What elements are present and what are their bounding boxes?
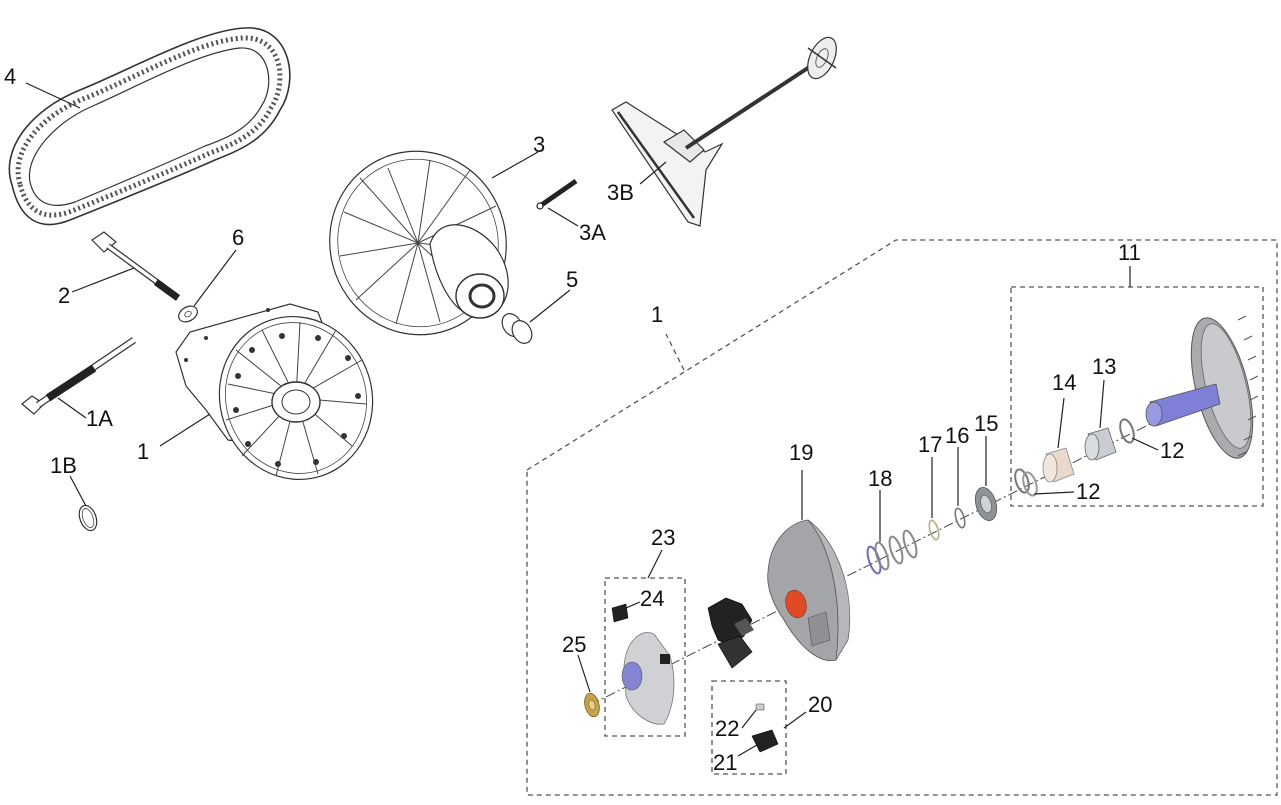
leader-13 — [1099, 379, 1105, 429]
spacer-ring-12-upper[interactable] — [1118, 418, 1137, 445]
label-19: 19 — [789, 440, 813, 465]
label-20: 20 — [808, 692, 832, 717]
leader-bolt-2 — [71, 267, 135, 293]
bushing-13[interactable] — [1084, 427, 1117, 461]
leader-rings-5 — [529, 289, 571, 323]
label-tool-3b: 3B — [607, 180, 634, 205]
ring-16[interactable] — [953, 507, 966, 529]
label-24: 24 — [640, 586, 664, 611]
spring-washers-18[interactable] — [865, 529, 919, 575]
washer-6[interactable] — [176, 303, 200, 325]
label-rings-5: 5 — [566, 267, 578, 292]
pin-22[interactable] — [755, 703, 765, 711]
nut-25[interactable] — [582, 692, 601, 719]
label-bolt-2: 2 — [58, 283, 70, 308]
drive-belt[interactable] — [8, 27, 291, 226]
label-washer-6: 6 — [232, 225, 244, 250]
group-box-23 — [604, 577, 686, 737]
detail-box-clutch-1 — [526, 239, 1278, 796]
shim-17[interactable] — [927, 519, 940, 541]
leader-12-upper — [1131, 437, 1159, 451]
label-belt: 4 — [4, 64, 16, 89]
group-box-11 — [1010, 286, 1264, 507]
leader-21 — [737, 741, 763, 757]
label-22: 22 — [715, 716, 739, 741]
cover-23[interactable] — [621, 632, 675, 725]
label-12-upper: 12 — [1160, 438, 1184, 463]
label-16: 16 — [945, 423, 969, 448]
leader-20 — [783, 711, 807, 729]
group-box-20 — [711, 680, 787, 775]
leader-pin-3a — [547, 207, 579, 227]
label-21: 21 — [713, 750, 737, 775]
label-detail-1: 1 — [651, 302, 663, 327]
label-25: 25 — [562, 632, 586, 657]
leader-23 — [647, 549, 663, 579]
spacer-ring-12-lower[interactable] — [1013, 468, 1040, 498]
leader-14 — [1057, 397, 1065, 449]
leader-12-lower — [1033, 491, 1075, 495]
label-17: 17 — [918, 432, 942, 457]
label-driven-3: 3 — [533, 132, 545, 157]
leader-24 — [625, 601, 641, 609]
label-clutch-1: 1 — [137, 439, 149, 464]
leader-driven-3 — [491, 151, 539, 179]
bushing-14[interactable] — [1042, 447, 1075, 483]
fixed-sheave-shaft[interactable] — [1145, 312, 1265, 464]
ring-1b[interactable] — [76, 503, 100, 533]
puller-tool-3b[interactable] — [611, 33, 842, 227]
leader-washer-6 — [193, 249, 237, 307]
label-15: 15 — [974, 411, 998, 436]
leader-detail-1 — [665, 333, 685, 371]
label-13: 13 — [1092, 354, 1116, 379]
leader-clutch-1 — [159, 413, 211, 447]
drive-clutch-1[interactable] — [175, 297, 394, 500]
pin-3a[interactable] — [536, 178, 578, 210]
bolt-2[interactable] — [91, 231, 181, 301]
label-23: 23 — [651, 525, 675, 550]
leader-22 — [741, 709, 757, 729]
spider[interactable] — [707, 597, 754, 669]
label-12-lower: 12 — [1076, 479, 1100, 504]
leader-ring-1b — [69, 475, 87, 507]
label-bolt-1a: 1A — [86, 406, 113, 431]
leader-25 — [577, 654, 591, 693]
rings-5[interactable] — [498, 310, 536, 347]
label-pin-3a: 3A — [579, 220, 606, 245]
roller-21[interactable] — [751, 729, 779, 753]
bearing-15[interactable] — [972, 485, 1001, 523]
label-18: 18 — [868, 466, 892, 491]
leader-belt — [25, 82, 81, 109]
movable-sheave-19[interactable] — [767, 519, 851, 662]
leader-tool-3b — [639, 161, 667, 185]
label-14: 14 — [1052, 370, 1076, 395]
bushing-24[interactable] — [611, 603, 629, 623]
label-ring-1b: 1B — [50, 453, 77, 478]
assembly-axis — [589, 409, 1179, 706]
label-group-11: 11 — [1118, 240, 1141, 265]
leader-bolt-1a — [57, 397, 87, 419]
driven-clutch-3[interactable] — [309, 131, 527, 354]
bolt-1a[interactable] — [21, 337, 136, 415]
